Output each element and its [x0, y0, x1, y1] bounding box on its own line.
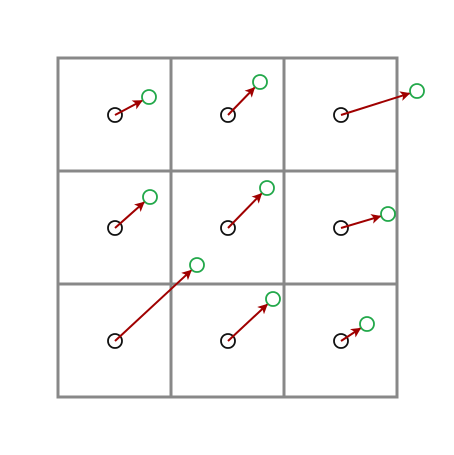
target-circle: [142, 189, 158, 205]
cell-r1-c2: [333, 206, 396, 236]
target-circle: [189, 257, 205, 273]
origin-circle: [333, 220, 349, 236]
grid-lines: [56, 56, 399, 399]
origin-circle: [333, 333, 349, 349]
origin-circle: [333, 107, 349, 123]
origin-circle: [220, 220, 236, 236]
target-circle: [265, 291, 281, 307]
cell-r1-c0: [107, 189, 158, 236]
grid-frame: [56, 56, 399, 399]
cell-r1-c1: [220, 180, 275, 236]
target-circle: [141, 89, 157, 105]
displacement-arrow: [114, 201, 145, 229]
displacement-arrow: [114, 269, 192, 342]
cells: [107, 74, 425, 349]
cell-r0-c0: [107, 89, 157, 123]
cell-r2-c0: [107, 257, 205, 349]
origin-circle: [220, 107, 236, 123]
cell-r2-c1: [220, 291, 281, 349]
target-circle: [359, 316, 375, 332]
origin-circle: [220, 333, 236, 349]
displacement-arrow: [340, 327, 362, 342]
origin-circle: [107, 333, 123, 349]
cell-r2-c2: [333, 316, 375, 349]
cell-r0-c1: [220, 74, 268, 123]
target-circle: [259, 180, 275, 196]
displacement-arrow: [227, 193, 263, 229]
origin-circle: [107, 220, 123, 236]
target-circle: [380, 206, 396, 222]
target-circle: [252, 74, 268, 90]
displacement-arrow: [340, 214, 382, 229]
displacement-arrow: [114, 99, 143, 116]
displacement-arrow: [227, 303, 268, 342]
origin-circle: [107, 107, 123, 123]
target-circle: [409, 83, 425, 99]
displacement-arrow: [340, 91, 411, 116]
displacement-arrow: [227, 87, 256, 116]
cell-r0-c2: [333, 83, 425, 123]
